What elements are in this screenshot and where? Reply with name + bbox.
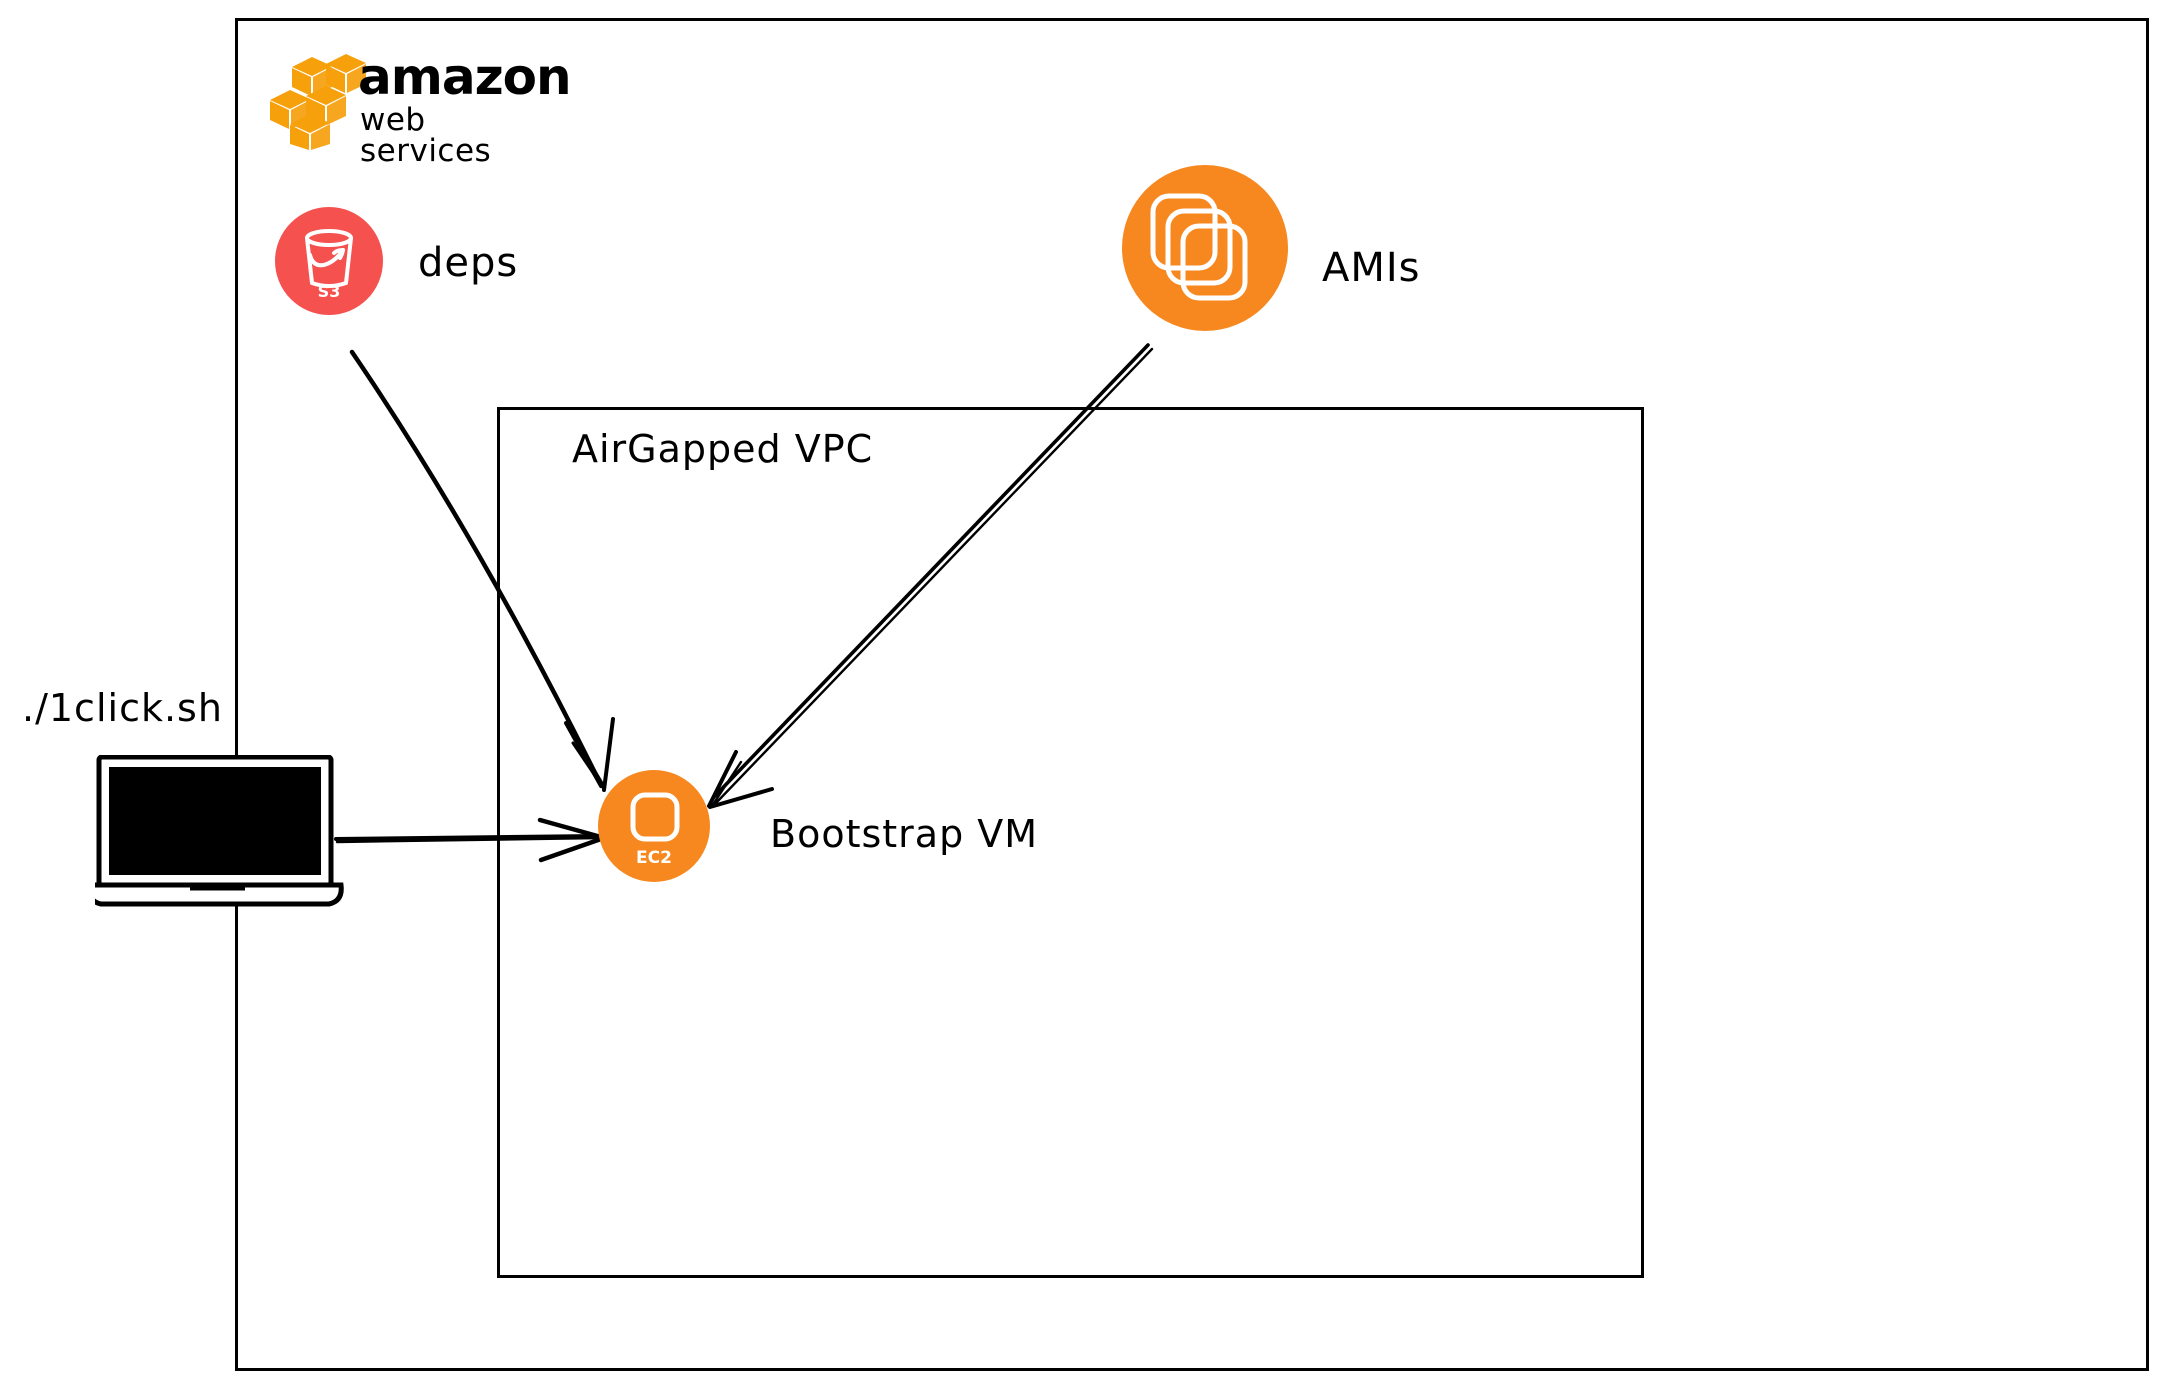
aws-wordmark-amazon: amazon [358, 48, 572, 106]
aws-wordmark-web-services: web services [360, 102, 492, 169]
deps-label: deps [418, 240, 519, 286]
ec2-instance-node[interactable]: EC2 [598, 770, 710, 882]
aws-logo: amazon web services [268, 48, 572, 167]
s3-node-caption: S3 [317, 282, 341, 301]
ec2-instance-icon [630, 792, 680, 842]
amis-label: AMIs [1322, 245, 1421, 291]
aws-cubes-icon [270, 54, 366, 150]
client-laptop[interactable] [86, 754, 360, 910]
s3-bucket-icon [305, 229, 353, 288]
aws-account-boundary [235, 18, 2149, 1371]
script-command-label: ./1click.sh [22, 686, 223, 730]
s3-bucket-node[interactable]: S3 [275, 207, 383, 315]
ami-stack-icon [1150, 193, 1248, 301]
ec2-node-caption: EC2 [636, 848, 672, 868]
laptop-icon [86, 754, 344, 907]
airgapped-vpc-label: AirGapped VPC [572, 427, 874, 471]
bootstrap-vm-label: Bootstrap VM [770, 812, 1039, 856]
ami-stack-node[interactable] [1122, 165, 1288, 331]
